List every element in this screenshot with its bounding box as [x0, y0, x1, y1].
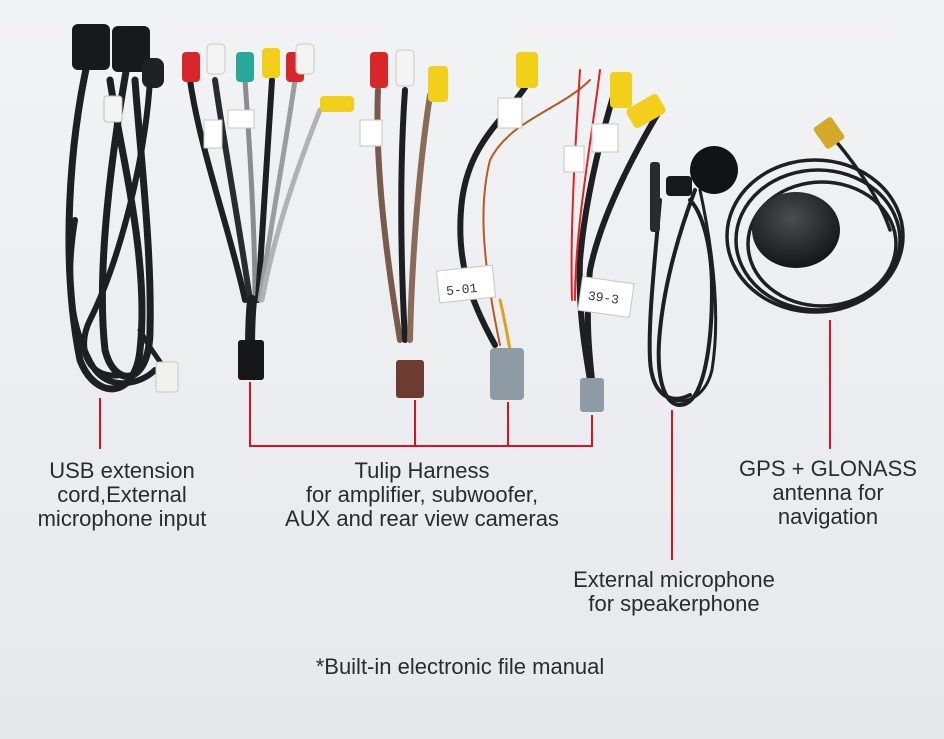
- gps-label-line-2: antenna for: [772, 480, 884, 505]
- gps-antenna-label: GPS + GLONASS antenna for navigation: [720, 457, 936, 529]
- tulip-label-line-3: AUX and rear view cameras: [285, 506, 559, 531]
- rca-harness-main: [187, 77, 323, 355]
- rca-harness-brown: [374, 87, 433, 343]
- usb-extension-cable: [65, 56, 168, 393]
- usb-extension-label: USB extension cord,External microphone i…: [22, 459, 222, 531]
- leader-lines: [99, 320, 831, 560]
- gps-antenna-cable: [725, 138, 905, 314]
- rca-plugs-camera: [563, 72, 666, 412]
- gps-antenna-puck: [752, 117, 845, 268]
- microphone-label: External microphone for speakerphone: [556, 568, 792, 616]
- tulip-harness-label: Tulip Harness for amplifier, subwoofer, …: [262, 459, 582, 531]
- external-microphone: [647, 188, 718, 408]
- manual-note: *Built-in electronic file manual: [250, 655, 670, 679]
- cable-tag-1: 5-01: [445, 281, 478, 299]
- mic-label-line-1: External microphone: [573, 567, 775, 592]
- mic-label-line-2: for speakerphone: [588, 591, 760, 616]
- microphone-head: [650, 146, 738, 232]
- rca-plugs-main: [182, 43, 354, 380]
- rca-plugs-yellow: [435, 52, 538, 400]
- cable-tag-2: 39-3: [587, 289, 620, 308]
- usb-label-line-1: USB extension: [49, 458, 195, 483]
- usb-label-line-2: cord,External: [57, 482, 187, 507]
- tulip-label-line-1: Tulip Harness: [354, 458, 490, 483]
- usb-connector-heads: [72, 24, 179, 393]
- gps-label-line-3: navigation: [777, 504, 879, 529]
- rca-plugs-brown: [359, 49, 448, 398]
- manual-note-text: *Built-in electronic file manual: [315, 654, 605, 679]
- tulip-label-line-2: for amplifier, subwoofer,: [305, 482, 539, 507]
- gps-label-line-1: GPS + GLONASS: [739, 456, 917, 481]
- usb-label-line-3: microphone input: [37, 506, 207, 531]
